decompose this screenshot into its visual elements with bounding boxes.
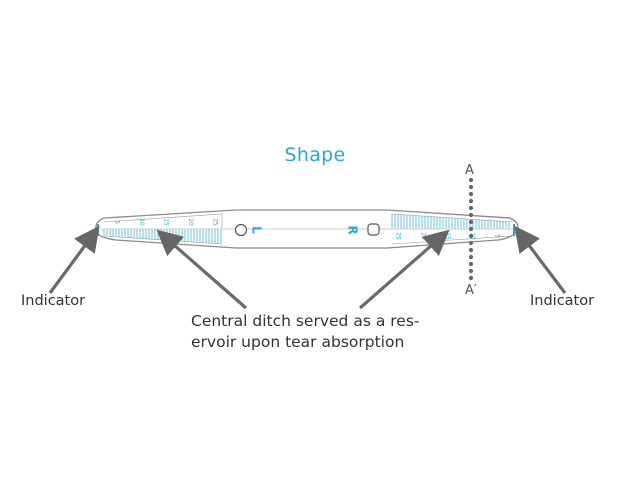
right-eye-letter: R [346,225,360,234]
indicator-label-left: Indicator [21,293,86,309]
section-dot [468,212,474,218]
left-wicking-hatch [103,229,222,244]
left-scale-numbers: 5 10 15 20 25 [114,218,219,226]
arrow-indicator-left [48,225,100,294]
section-line-a [468,177,474,281]
left-hole [234,223,248,237]
section-dot [468,191,474,197]
central-ditch-caption: Central ditch served as a res- ervoir up… [191,311,419,353]
section-dot [468,240,474,246]
section-dot [468,219,474,225]
caption-line-1: Central ditch served as a res- [191,312,420,330]
scale-number: 20 [419,232,426,240]
section-dot [468,254,474,260]
right-scale-frame [391,213,513,245]
arrow-central-ditch-right [358,229,450,310]
scale-number: 15 [444,232,451,240]
scale-number: 25 [395,232,402,240]
scale-number: 15 [163,218,170,226]
section-dot [468,184,474,190]
indicator-label-right: Indicator [530,293,595,309]
scale-number: 25 [212,218,219,226]
right-wicking-hatch [391,214,510,229]
scale-number: 5 [494,234,501,238]
section-dot [468,233,474,239]
section-dot [468,198,474,204]
scale-number: 5 [114,220,121,224]
section-label-top: A [465,163,474,178]
scale-number: 20 [187,218,194,226]
section-dot [468,205,474,211]
section-dot [468,247,474,253]
arrow-indicator-right [514,225,567,294]
caption-line-2: ervoir upon tear absorption [191,333,405,351]
section-label-bottom: A′ [465,283,477,298]
diagram-title: Shape [284,144,346,166]
section-dot [468,226,474,232]
right-hole [367,223,380,236]
section-dot [468,275,474,281]
left-eye-letter: L [250,226,264,234]
section-dot [468,177,474,183]
scale-number: 10 [138,218,145,226]
section-dot [468,261,474,267]
arrow-central-ditch-left [156,229,248,310]
section-dot [468,268,474,274]
